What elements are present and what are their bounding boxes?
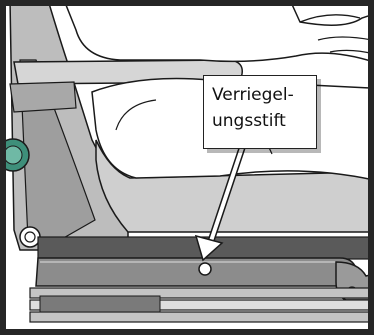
callout-line-2: ungsstift: [212, 108, 308, 134]
rail-block: [40, 296, 160, 312]
callout-line-1: Verriegel-: [212, 82, 308, 108]
bolt-left: [20, 227, 40, 247]
adjuster-knob-center: [4, 146, 22, 164]
locking-pin-icon: [199, 263, 211, 275]
armrest-pad: [10, 82, 76, 112]
callout-label: Verriegel- ungsstift: [203, 75, 317, 149]
lower-rail-3: [30, 312, 374, 322]
